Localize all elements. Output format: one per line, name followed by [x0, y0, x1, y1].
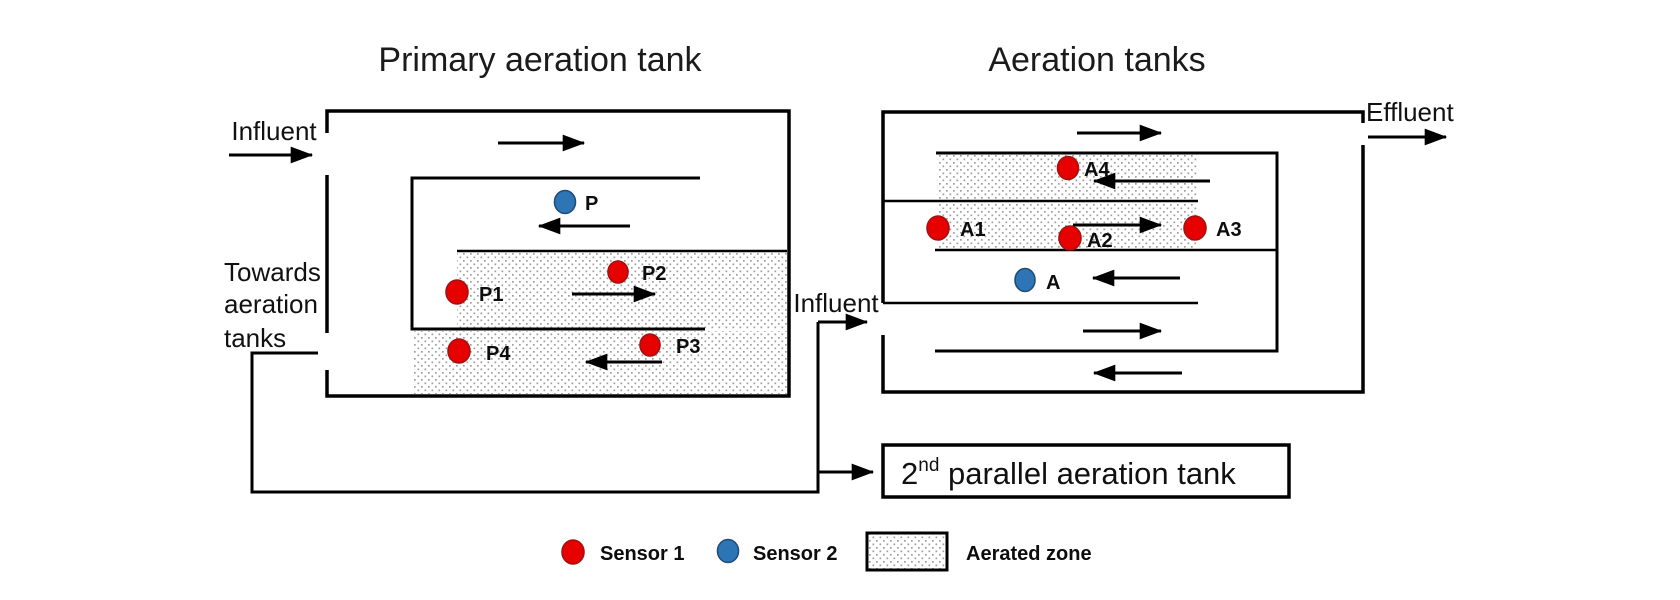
sensor-A2-label: A2	[1087, 230, 1113, 252]
aeration-baffle-outer	[935, 151, 1279, 353]
primary-tank-baffle	[410, 176, 705, 331]
parallel-tank-box-frame	[881, 443, 1291, 499]
parallel-tank-box: 2nd parallel aeration tank	[881, 443, 1291, 499]
parallel-tank-box-label: 2nd parallel aeration tank	[901, 455, 1236, 491]
legend-sensor1-swatch	[561, 539, 585, 565]
sensor-P2	[607, 260, 629, 284]
aeration-tanks-title: Aeration tanks	[988, 41, 1205, 79]
sensor-A	[1014, 267, 1036, 293]
sensor-P4	[447, 338, 471, 364]
sensor-P3-label: P3	[676, 336, 700, 358]
sensor-P2-label: P2	[642, 263, 666, 285]
sensor-A1	[926, 215, 950, 241]
sensor-A4-label: A4	[1084, 159, 1110, 181]
influent-primary-label: Influent	[231, 116, 317, 146]
sensor-A1-label: A1	[960, 219, 986, 241]
parallel-tank-label-rest: parallel aeration tank	[939, 456, 1236, 491]
parallel-tank-label-prefix: 2	[901, 456, 918, 491]
towards-aeration-tanks-label: Towards aeration tanks	[224, 257, 321, 353]
legend-sensor2-swatch	[716, 538, 740, 564]
influent-aeration-label: Influent	[793, 288, 879, 318]
legend-aerated-zone-label: Aerated zone	[966, 543, 1092, 565]
sensor-A4	[1056, 155, 1080, 181]
sensor-A-label: A	[1046, 272, 1060, 294]
towards-label-line2: aeration	[224, 289, 318, 319]
primary-tank-title: Primary aeration tank	[378, 41, 702, 79]
towards-label-line3: tanks	[224, 323, 286, 353]
sensor-A3	[1183, 215, 1207, 241]
legend-aerated-zone-swatch	[865, 531, 949, 572]
effluent-label: Effluent	[1366, 97, 1454, 127]
transfer-route-line	[250, 322, 820, 494]
towards-label-line1: Towards	[224, 257, 321, 287]
sensor-A2	[1058, 225, 1082, 251]
sensor-A3-label: A3	[1216, 219, 1242, 241]
primary-tank-wall	[325, 109, 791, 398]
aeration-tank-wall-lower	[881, 145, 1365, 394]
legend-sensor2-label: Sensor 2	[753, 543, 837, 565]
legend: Sensor 1 Sensor 2 Aerated zone	[561, 531, 1092, 572]
legend-sensor1-label: Sensor 1	[600, 543, 684, 565]
aeration-tank: A4 A1 A2 A3 A	[881, 110, 1365, 394]
primary-tank: P P2 P1 P4 P3	[325, 109, 791, 398]
sensor-P4-label: P4	[486, 343, 511, 365]
sensor-P-label: P	[585, 193, 598, 215]
sensor-P	[553, 189, 577, 215]
parallel-tank-label-superscript: nd	[918, 455, 939, 476]
aeration-tank-wall-upper	[881, 110, 1365, 303]
sensor-P3	[639, 333, 661, 357]
sensor-P1	[445, 279, 469, 305]
sensor-P1-label: P1	[479, 284, 503, 306]
